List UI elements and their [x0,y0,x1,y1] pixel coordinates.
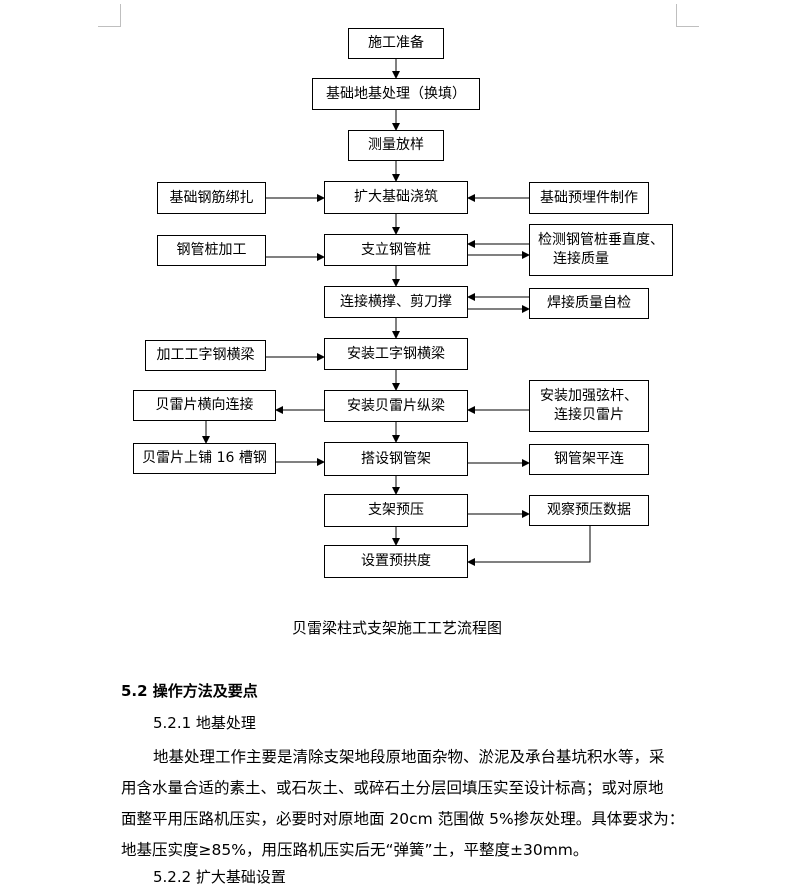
flow-box-embed: 基础预埋件制作 [529,182,649,214]
page-corner-mark-right [676,4,699,27]
paragraph-line: 面整平用压路机压实，必要时对原地面 20cm 范围做 5%掺灰处理。具体要求为： [121,810,685,828]
flow-box-check-line1: 检测钢管桩垂直度、 [538,232,664,248]
flow-box-channel: 贝雷片上铺 16 槽钢 [133,443,276,474]
flow-box-survey: 测量放样 [348,130,444,161]
paragraph-line: 地基处理工作主要是清除支架地段原地面杂物、淤泥及承台基坑积水等，采 [153,748,665,766]
arrow-observe-camber [467,526,591,566]
flow-box-prep: 施工准备 [348,28,444,59]
flow-box-ibeam-fab: 加工工字钢横梁 [145,340,266,371]
subsection-heading: 5.2.1 地基处理 [153,714,256,732]
flow-box-bracing: 连接横撑、剪刀撑 [324,286,468,318]
paragraph-line: 用含水量合适的素土、或石灰土、或碎石土分层回填压实至设计标高；或对原地 [121,779,664,797]
figure-caption: 贝雷梁柱式支架施工工艺流程图 [291,619,502,637]
flow-box-preload: 支架预压 [324,494,468,527]
flow-box-camber: 设置预拱度 [324,545,468,578]
flow-box-pour: 扩大基础浇筑 [324,181,468,214]
flow-box-ibeam: 安装工字钢横梁 [324,338,468,370]
flow-box-rebar: 基础钢筋绑扎 [157,182,266,214]
page-corner-mark-left [98,4,121,27]
subsection-heading-next: 5.2.2 扩大基础设置 [153,868,286,886]
flow-box-check-line2: 连接质量 [553,251,609,267]
flow-box-bailey-long: 安装贝雷片纵梁 [324,390,468,422]
section-heading: 5.2 操作方法及要点 [121,682,258,700]
flowchart-connectors [202,59,591,566]
flow-box-pipe-pile: 支立钢管桩 [324,234,468,266]
flow-box-check: 检测钢管桩垂直度、 连接质量 [529,224,673,276]
flow-box-observe: 观察预压数据 [529,495,649,526]
flow-box-reinforce: 安装加强弦杆、 连接贝雷片 [529,380,649,432]
flow-box-pile-fab: 钢管桩加工 [157,235,266,266]
flow-box-reinforce-line2: 连接贝雷片 [554,407,624,423]
flow-box-reinforce-line1: 安装加强弦杆、 [540,388,638,404]
flow-box-level: 钢管架平连 [529,444,649,475]
flow-box-bailey-cross: 贝雷片横向连接 [133,390,276,421]
flow-box-foundation: 基础地基处理（换填） [312,78,480,110]
paragraph-line: 地基压实度≥85%，用压路机压实后无“弹簧”土，平整度±30mm。 [121,841,589,859]
body-paragraph: 地基处理工作主要是清除支架地段原地面杂物、淤泥及承台基坑积水等，采 用含水量合适… [121,742,685,866]
flow-box-weld: 焊接质量自检 [529,288,649,319]
flow-box-scaffold: 搭设钢管架 [324,442,468,476]
